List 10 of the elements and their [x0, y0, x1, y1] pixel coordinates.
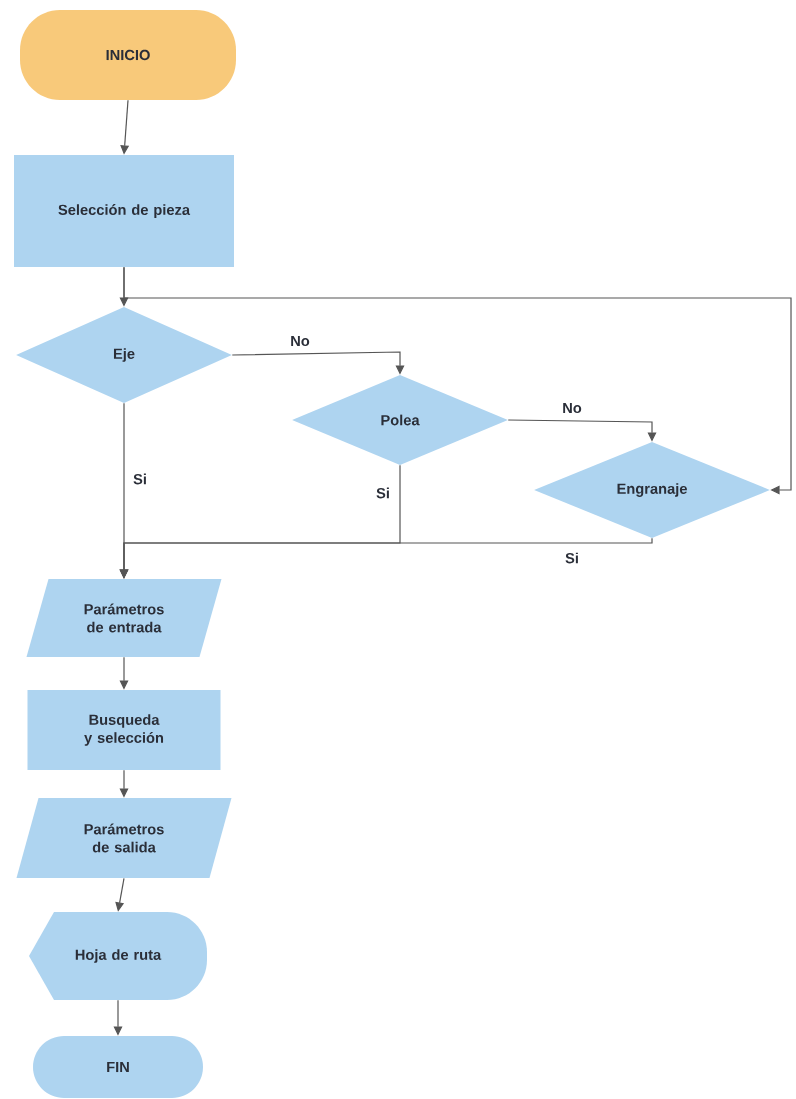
edge-label: Si: [374, 486, 392, 500]
edge-label: Si: [563, 551, 581, 565]
process-box: Selección de pieza: [14, 155, 234, 267]
data-parallelogram: Parámetros de salida: [16, 798, 232, 878]
edge-label: Si: [131, 472, 149, 486]
arrow: [123, 266, 792, 495]
process-box: Busqueda y selección: [27, 690, 221, 770]
edge-label: No: [288, 334, 312, 348]
data-parallelogram: Parámetros de entrada: [26, 579, 222, 657]
edge-label: No: [560, 401, 584, 415]
